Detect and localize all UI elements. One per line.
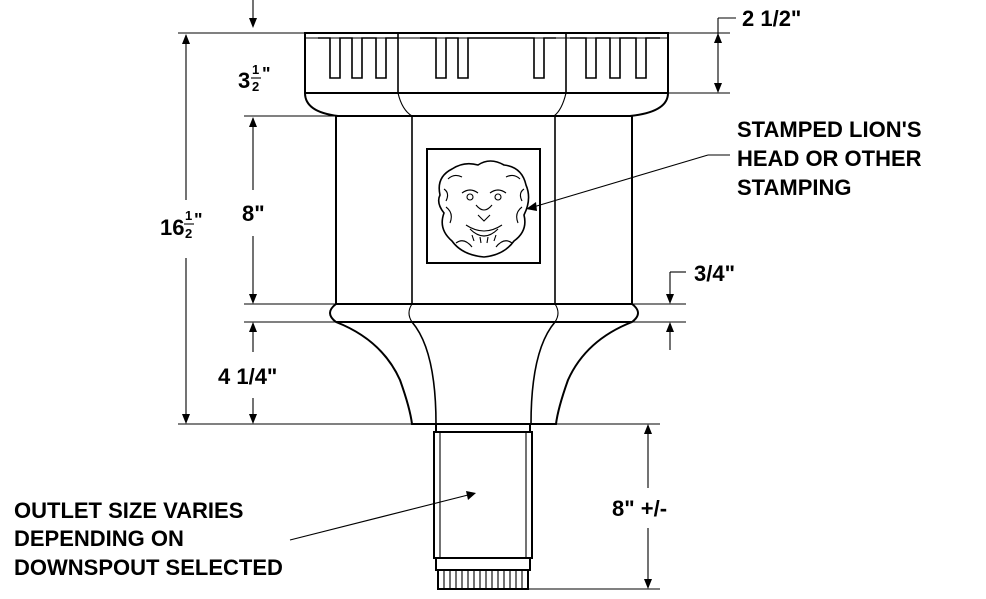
- svg-text:3: 3: [238, 68, 250, 93]
- flared-transition: [335, 321, 633, 425]
- svg-text:1: 1: [185, 208, 192, 223]
- band-height-label: 3/4": [694, 261, 735, 286]
- cap-height-label: 3 1 2 ": [238, 62, 271, 94]
- svg-text:DOWNSPOUT SELECTED: DOWNSPOUT SELECTED: [14, 555, 283, 580]
- body-panel: [335, 115, 633, 305]
- stamping-callout: STAMPED LION'S HEAD OR OTHER STAMPING: [737, 117, 922, 200]
- body-height-label: 8": [242, 201, 265, 226]
- total-height-label: 16 1 2 ": [160, 208, 203, 241]
- lion-head-icon: [437, 160, 530, 258]
- svg-text:HEAD OR OTHER: HEAD OR OTHER: [737, 146, 922, 171]
- outlet-callout: OUTLET SIZE VARIES DEPENDING ON DOWNSPOU…: [14, 498, 283, 580]
- svg-text:STAMPING: STAMPING: [737, 175, 851, 200]
- stamping-frame: [426, 148, 541, 264]
- svg-text:STAMPED LION'S: STAMPED LION'S: [737, 117, 922, 142]
- crenellated-cap: [303, 32, 670, 117]
- svg-text:2: 2: [252, 79, 259, 94]
- svg-text:16: 16: [160, 215, 184, 240]
- crenel-height-label: 2 1/2": [742, 6, 801, 31]
- dimension-lines: [178, 0, 736, 590]
- svg-text:": ": [262, 64, 271, 84]
- leader-lines: [289, 154, 730, 541]
- outlet-crimp: [437, 569, 529, 590]
- svg-text:DEPENDING ON: DEPENDING ON: [14, 526, 184, 551]
- outlet-length-label: 8" +/-: [612, 496, 667, 521]
- outlet-tube: [433, 423, 533, 590]
- collar-band: [329, 303, 639, 323]
- svg-text:2: 2: [185, 226, 192, 241]
- svg-text:OUTLET SIZE VARIES: OUTLET SIZE VARIES: [14, 498, 243, 523]
- flare-height-label: 4 1/4": [218, 364, 277, 389]
- svg-text:1: 1: [252, 62, 259, 77]
- svg-text:": ": [194, 210, 203, 230]
